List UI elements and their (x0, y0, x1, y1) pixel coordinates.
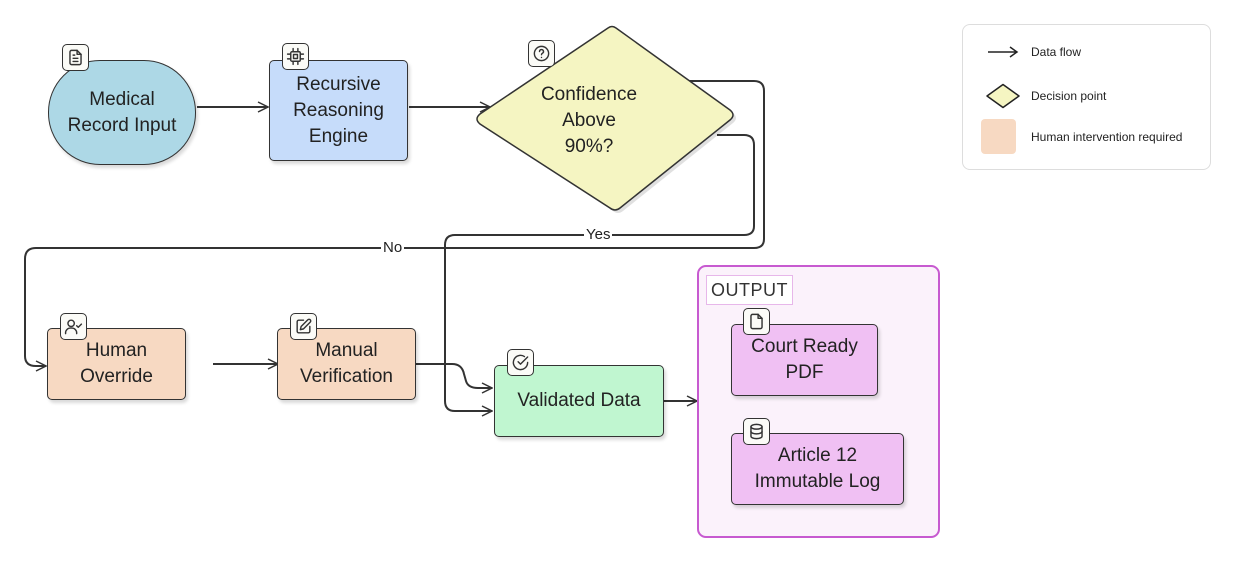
node-recursive-reasoning-engine[interactable]: Recursive Reasoning Engine (269, 60, 408, 161)
legend-label: Decision point (1031, 89, 1107, 103)
edit-icon (290, 313, 317, 340)
edge-label-yes: Yes (584, 226, 613, 243)
legend-label: Data flow (1031, 45, 1082, 59)
node-medical-record-input[interactable]: Medical Record Input (48, 60, 196, 165)
diamond-icon (986, 83, 1020, 109)
node-label: Confidence Above 90%? (540, 84, 638, 157)
legend-item-human-intervention: Human intervention required (963, 119, 1210, 155)
file-text-icon (62, 44, 89, 71)
output-group-title: OUTPUT (706, 275, 793, 305)
legend: Data flow Decision point Human intervent… (962, 24, 1211, 170)
human-intervention-swatch (981, 119, 1016, 154)
node-confidence-decision[interactable] (470, 20, 740, 220)
node-court-ready-pdf[interactable]: Court Ready PDF (731, 324, 878, 396)
help-circle-icon (528, 40, 555, 67)
edge-verification-to-validated (416, 363, 492, 388)
node-label: Validated Data (517, 390, 641, 411)
file-icon (743, 308, 770, 335)
user-check-icon (60, 313, 87, 340)
legend-label: Human intervention required (1031, 130, 1183, 144)
legend-item-decision-point: Decision point (963, 83, 1210, 109)
node-human-override[interactable]: Human Override (47, 328, 186, 400)
node-label: Recursive Reasoning Engine (293, 73, 384, 147)
node-label: Article 12 Immutable Log (754, 445, 881, 492)
arrow-icon (988, 46, 1019, 58)
node-immutable-log[interactable]: Article 12 Immutable Log (731, 433, 904, 505)
node-label: Medical Record Input (67, 88, 177, 136)
node-confidence-decision-label-wrap: Confidence Above 90%? (530, 81, 648, 161)
node-validated-data[interactable]: Validated Data (494, 365, 664, 437)
database-icon (743, 418, 770, 445)
check-circle-icon (507, 349, 534, 376)
cpu-icon (282, 43, 309, 70)
edge-label-no: No (381, 239, 405, 256)
legend-item-data-flow: Data flow (963, 43, 1210, 61)
node-manual-verification[interactable]: Manual Verification (277, 328, 416, 400)
node-label: Court Ready PDF (751, 336, 858, 383)
node-label: Human Override (80, 340, 153, 387)
node-label: Manual Verification (300, 340, 393, 387)
